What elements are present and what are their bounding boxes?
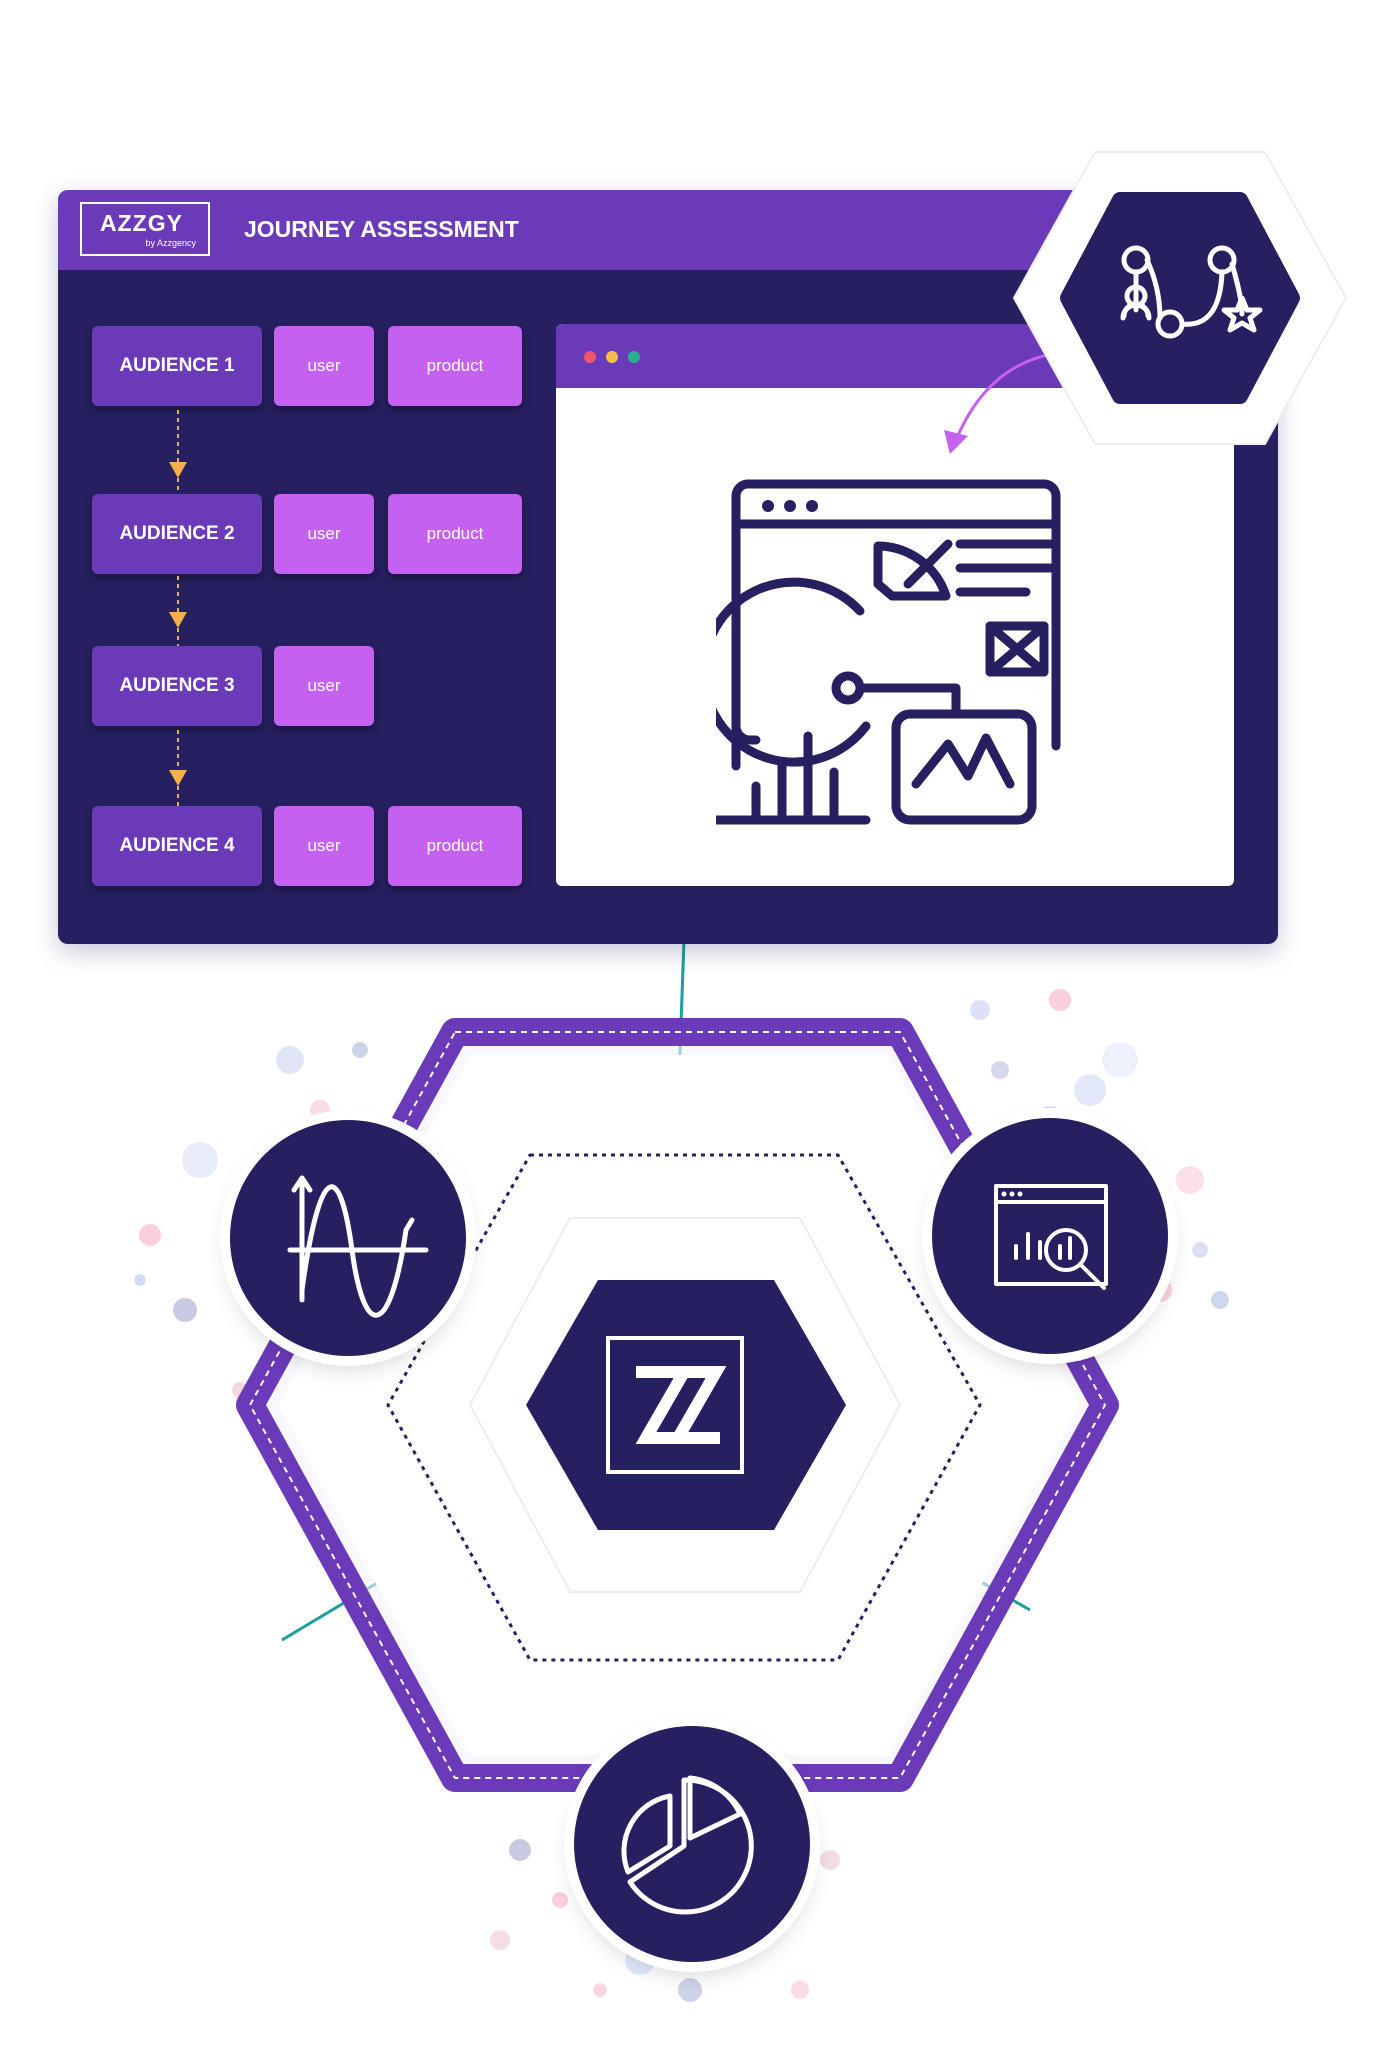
arrow-down-icon bbox=[169, 576, 187, 646]
analytics-search-icon bbox=[994, 1184, 1108, 1290]
zz-logo-icon bbox=[606, 1336, 744, 1474]
audience-2-user-tag[interactable]: user bbox=[274, 494, 374, 574]
pie-chart-icon bbox=[621, 1775, 754, 1915]
audience-3-user-tag[interactable]: user bbox=[274, 646, 374, 726]
audience-1-user-tag[interactable]: user bbox=[274, 326, 374, 406]
wave-graph-badge bbox=[230, 1120, 466, 1356]
audience-2-button[interactable]: AUDIENCE 2 bbox=[92, 494, 262, 574]
brand-subtitle: by Azzgency bbox=[145, 238, 196, 248]
audience-3-button[interactable]: AUDIENCE 3 bbox=[92, 646, 262, 726]
brand-logo: AZZGY by Azzgency bbox=[80, 202, 210, 256]
window-minimize-dot bbox=[606, 351, 618, 363]
arrow-down-icon bbox=[169, 730, 187, 806]
analytics-search-badge bbox=[932, 1118, 1168, 1354]
panel-title: JOURNEY ASSESSMENT bbox=[244, 216, 519, 242]
audience-4-button[interactable]: AUDIENCE 4 bbox=[92, 806, 262, 886]
window-close-dot bbox=[584, 351, 596, 363]
window-maximize-dot bbox=[628, 351, 640, 363]
audience-4-user-tag[interactable]: user bbox=[274, 806, 374, 886]
wave-graph-icon bbox=[287, 1175, 429, 1318]
audience-2-product-tag[interactable]: product bbox=[388, 494, 522, 574]
audience-4-product-tag[interactable]: product bbox=[388, 806, 522, 886]
audience-1-button[interactable]: AUDIENCE 1 bbox=[92, 326, 262, 406]
arrow-down-icon bbox=[169, 410, 187, 490]
audience-1-product-tag[interactable]: product bbox=[388, 326, 522, 406]
dotted-hexagon bbox=[386, 1153, 982, 1662]
customer-journey-icon bbox=[1012, 151, 1348, 445]
brand-name: AZZGY bbox=[100, 210, 183, 236]
analytics-dashboard-icon bbox=[716, 479, 1061, 825]
pie-chart-badge bbox=[574, 1726, 810, 1962]
